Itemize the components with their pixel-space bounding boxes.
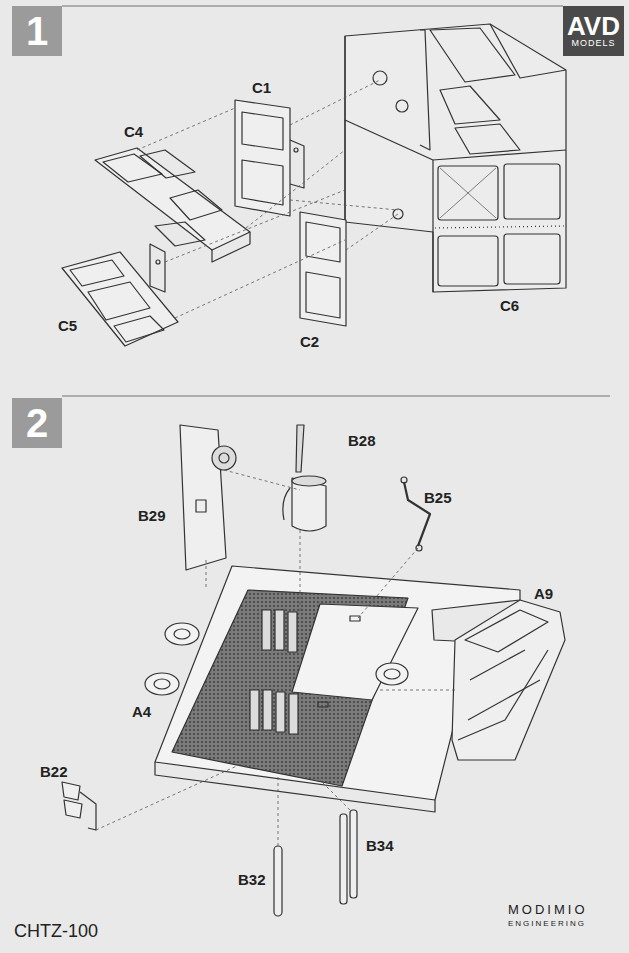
part-number: A9 [534,586,553,601]
part-number: B25 [424,490,452,505]
logo-text: MODELS [571,39,615,49]
footer-text: CHTZ-100 [14,922,98,940]
part-number: B29 [138,508,166,523]
part-number: A4 [132,704,151,719]
part-number: C1 [252,80,271,95]
step-number-box: 2 [12,398,62,448]
part-number: B28 [348,433,376,448]
part-number: C2 [300,334,319,349]
step-number-box: 1 [12,6,62,56]
footer-text: ENGINEERING [508,920,586,928]
part-number: C6 [500,298,519,313]
part-number: B34 [366,838,394,853]
part-number: C5 [58,318,77,333]
part-number: B32 [238,872,266,887]
part-number: C4 [124,124,143,139]
logo-text: AVD [567,13,620,39]
footer-text: MODIMIO [508,903,588,916]
step-number: 2 [26,403,48,443]
brand-logo: AVDMODELS [563,6,624,56]
step-number: 1 [26,11,48,51]
part-number: B22 [40,764,68,779]
